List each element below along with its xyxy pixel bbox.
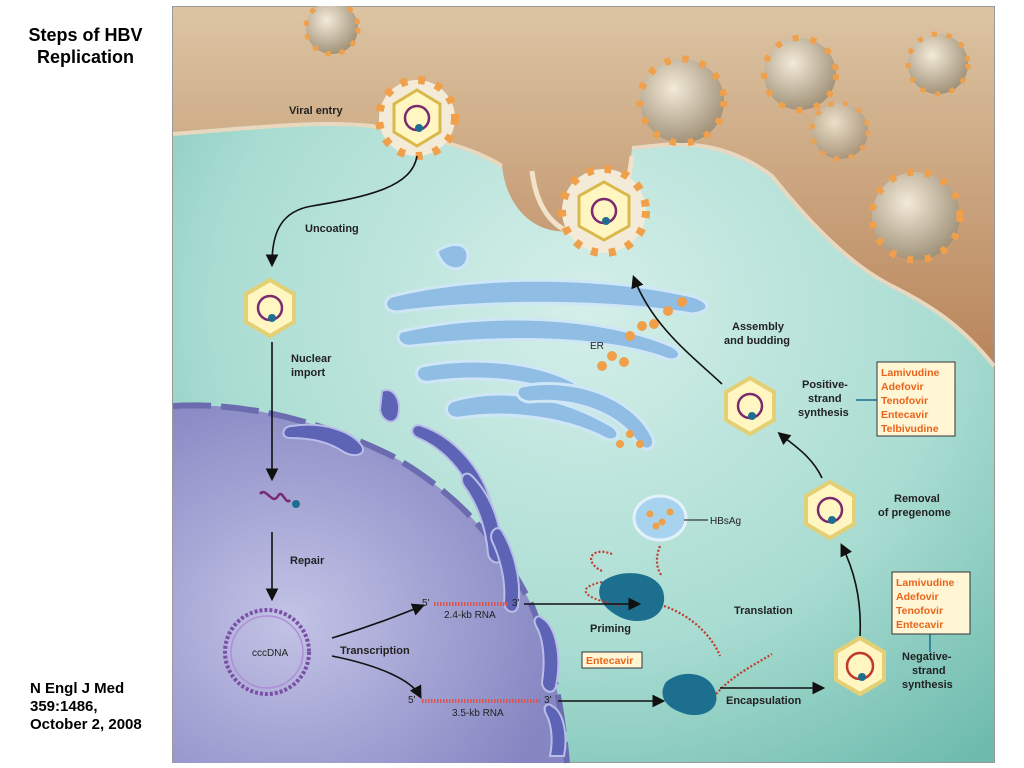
label-rna-35-five: 5' [408,695,416,706]
label-cccdna: cccDNA [252,648,288,659]
label-rna-35-three: 3' [544,695,552,706]
er-dark-cisternae [282,389,567,757]
drug-priming-entecavir: Entecavir [586,655,633,667]
label-translation: Translation [734,605,793,617]
label-encapsulation: Encapsulation [726,695,801,707]
label-positive-2: strand [808,393,842,405]
label-nuclear-import-1: Nuclear [291,353,332,365]
label-rna-24: 2.4-kb RNA [444,610,496,621]
hbv-replication-diagram: Viral entry Uncoating Nuclear import Rep… [172,6,996,764]
capsid-removal-pregenome [804,479,856,541]
polymerase-dot [292,500,300,508]
capsid-positive-strand [724,375,776,437]
drug-box-positive-strand: Lamivudine Adefovir Tenofovir Entecavir … [876,361,956,437]
drug-negative-entecavir: Entecavir [896,619,943,631]
label-repair: Repair [290,555,325,567]
arrow-removal-to-positive [777,431,823,479]
label-rna-35: 3.5-kb RNA [452,708,504,719]
citation: N Engl J Med 359:1486, October 2, 2008 [30,680,170,734]
label-viral-entry: Viral entry [289,105,343,117]
cccdna-ring [223,608,311,696]
nucleocapsid-uncoated [244,277,296,339]
slide-title-line-2: Replication [36,47,134,67]
label-nuclear-import-2: import [291,367,326,379]
citation-journal: N Engl J Med [30,680,125,697]
hbsag-vesicle [632,494,688,542]
endoplasmic-reticulum [384,243,709,451]
label-rna-24-three: 3' [512,598,520,609]
label-priming: Priming [590,623,631,635]
budding-virion [558,165,650,257]
ribosome-translation [584,573,665,622]
drug-box-negative-strand: Lamivudine Adefovir Tenofovir Entecavir [891,571,971,635]
drug-positive-lamivudine: Lamivudine [881,367,940,379]
relaxed-circular-dna [259,490,292,503]
label-negative-1: Negative- [902,651,952,663]
label-positive-1: Positive- [802,379,848,391]
drug-negative-lamivudine: Lamivudine [896,577,955,589]
label-assembly-2: and budding [724,335,790,347]
entering-virion [375,76,459,160]
nucleus [173,405,567,763]
label-transcription: Transcription [340,645,410,657]
label-hbsag: HBsAg [710,516,741,527]
drug-positive-tenofovir: Tenofovir [881,395,928,407]
drug-box-priming: Entecavir [581,651,643,669]
label-rna-24-five: 5' [422,598,430,609]
label-negative-3: synthesis [902,679,953,691]
slide-title: Steps of HBV Replication [8,24,163,68]
cell-membrane [172,122,996,368]
arrow-positive-to-budding [631,275,723,385]
nascent-polypeptide [590,550,722,657]
process-arrows [265,155,862,708]
label-uncoating: Uncoating [305,223,359,235]
pregenome-strand [655,545,773,695]
citation-volume: 359:1486, [30,698,98,715]
drug-negative-adefovir: Adefovir [896,591,939,603]
arrow-negative-to-removal [840,543,862,637]
citation-date: October 2, 2008 [30,716,142,733]
label-removal-2: of pregenome [878,507,951,519]
arrow-transcription-2-4 [331,603,425,639]
label-positive-3: synthesis [798,407,849,419]
virion [868,168,964,264]
virion-cluster [303,6,971,264]
label-er: ER [590,341,604,352]
virion [761,35,839,113]
hbsag-particles [597,297,687,448]
virion [809,100,871,162]
slide-title-line-1: Steps of HBV [28,25,143,45]
capsid-negative-strand [834,635,886,697]
virion [636,55,728,147]
arrow-transcription-3-5 [331,655,422,699]
drug-negative-tenofovir: Tenofovir [896,605,943,617]
drug-positive-entecavir: Entecavir [881,409,928,421]
label-removal-1: Removal [894,493,940,505]
cccdna-inner-ring [230,615,304,689]
virion [303,6,361,57]
drug-positive-telbivudine: Telbivudine [881,423,939,435]
ribosome-encapsulation [662,673,717,716]
arrow-entry-to-uncoating [265,155,418,268]
drug-positive-adefovir: Adefovir [881,381,924,393]
virion [905,31,971,97]
label-assembly-1: Assembly [732,321,785,333]
label-negative-2: strand [912,665,946,677]
